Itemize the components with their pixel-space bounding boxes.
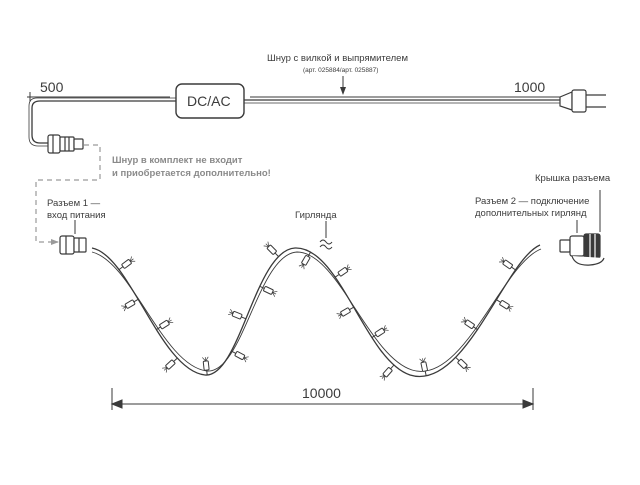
cord-articles: (арт. 025884/арт. 025887) xyxy=(303,67,378,74)
led-bulb xyxy=(454,355,471,372)
led-bulb xyxy=(461,317,479,332)
garland-label: Гирлянда xyxy=(295,210,337,221)
led-bulb xyxy=(202,357,210,376)
led-bulb xyxy=(121,297,140,311)
led-bulb xyxy=(117,256,135,272)
connector-1 xyxy=(60,236,86,254)
connector-1-label-line-2: вход питания xyxy=(47,210,106,221)
garland-bulbs xyxy=(117,242,517,381)
led-bulb xyxy=(228,309,247,321)
garland-wire xyxy=(92,245,541,377)
notice-line-2: и приобретается дополнительно! xyxy=(112,168,271,179)
connector-2 xyxy=(560,234,604,265)
led-bulb xyxy=(370,325,388,340)
rectifier-box-label: DC/AC xyxy=(187,93,231,109)
led-bulb xyxy=(162,356,179,373)
cord-title: Шнур с вилкой и выпрямителем xyxy=(267,53,408,64)
connector-2-label-line-2: дополнительных гирлянд xyxy=(475,208,587,219)
connector-2-label-line-1: Разъем 2 — подключение xyxy=(475,196,589,207)
dimension-10000-label: 10000 xyxy=(302,385,341,401)
power-cord xyxy=(29,98,560,146)
notice-line-1: Шнур в комплект не входит xyxy=(112,155,242,166)
led-bulb xyxy=(495,297,513,312)
dimension-500-label: 500 xyxy=(40,79,63,95)
led-bulb xyxy=(155,317,173,332)
led-bulb xyxy=(380,363,396,380)
led-bulb xyxy=(420,358,430,377)
cord-connector xyxy=(48,135,83,153)
dimension-1000-label: 1000 xyxy=(514,79,545,95)
connector-1-label-line-1: Разъем 1 — xyxy=(47,198,100,209)
led-bulb xyxy=(337,305,356,319)
led-bulb xyxy=(499,257,517,272)
dashed-connection xyxy=(36,145,100,242)
power-plug xyxy=(560,90,606,112)
led-bulb xyxy=(333,264,351,279)
cap-label: Крышка разъема xyxy=(535,173,610,184)
garland-break-mark xyxy=(320,221,332,249)
led-bulb xyxy=(264,242,281,259)
